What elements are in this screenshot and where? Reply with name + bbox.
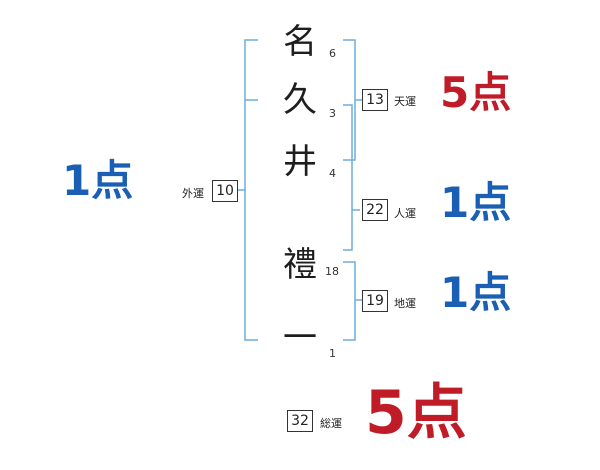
stroke-count-3: 4 [329, 167, 336, 180]
ten-score: 5点 [440, 68, 512, 117]
stroke-count-2: 3 [329, 107, 336, 120]
name-char-3: 井 [283, 142, 317, 182]
jin-label: 人運 [394, 207, 416, 220]
chi-bracket [343, 261, 356, 341]
outer-bracket [244, 39, 258, 341]
chi-label: 地運 [394, 297, 416, 310]
ten-bracket [343, 39, 356, 161]
so-score: 5点 [365, 378, 467, 448]
jin-bracket [343, 104, 353, 251]
so-label: 総運 [320, 417, 342, 430]
ten-label: 天運 [394, 95, 416, 108]
gai-label: 外運 [182, 187, 204, 200]
name-char-5: 一 [283, 318, 317, 358]
stroke-count-1: 6 [329, 47, 336, 60]
gai-value-box: 10 [212, 180, 238, 202]
name-char-4: 禮 [283, 245, 317, 285]
jin-score: 1点 [440, 178, 512, 227]
stroke-count-5: 1 [329, 347, 336, 360]
ten-value-box: 13 [362, 89, 388, 111]
chi-score: 1点 [440, 268, 512, 317]
stroke-count-4: 18 [325, 265, 339, 278]
jin-value-box: 22 [362, 199, 388, 221]
gai-score: 1点 [62, 156, 134, 205]
name-char-2: 久 [283, 80, 317, 120]
so-value-box: 32 [287, 410, 313, 432]
name-char-1: 名 [283, 22, 317, 62]
chi-value-box: 19 [362, 290, 388, 312]
